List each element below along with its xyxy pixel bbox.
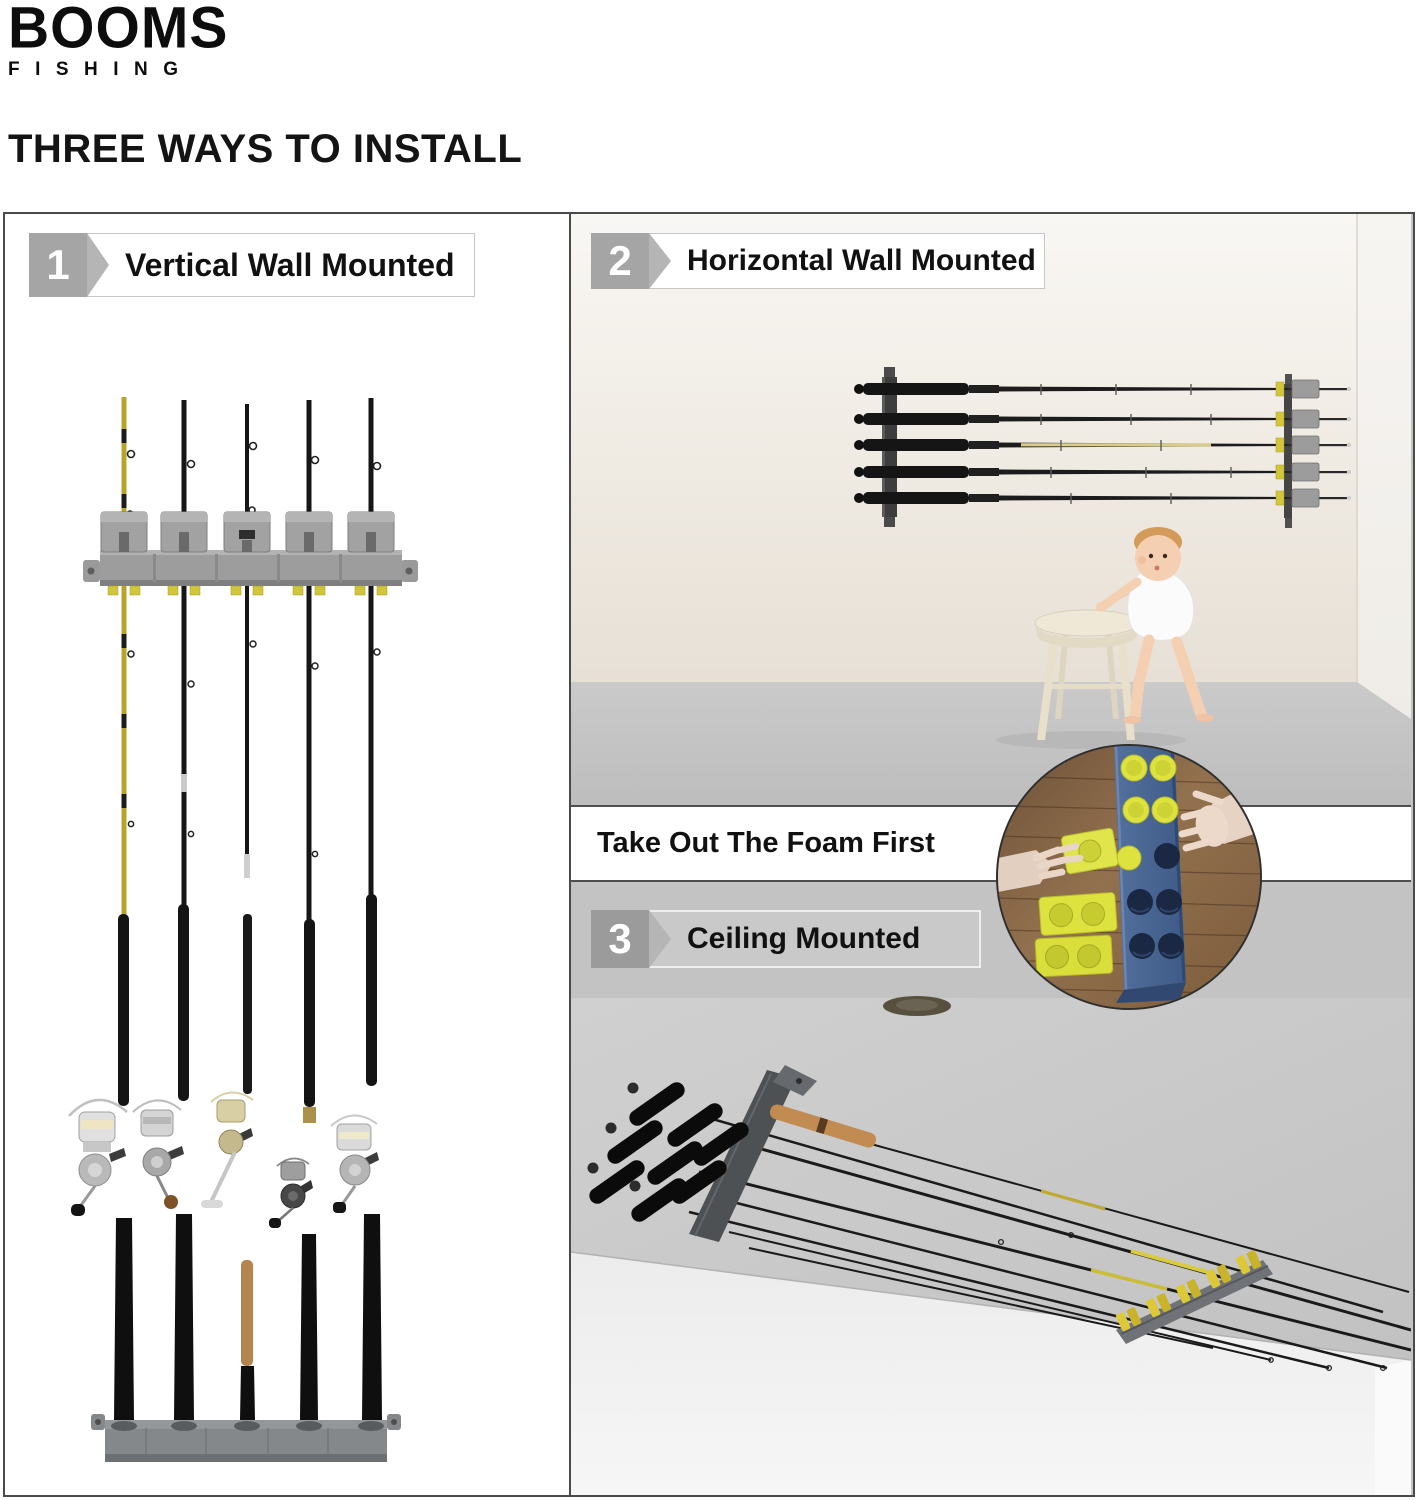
cork-handle [769,1104,877,1148]
reel-2 [132,1099,184,1209]
reel-1 [68,1098,128,1216]
step2-text: Horizontal Wall Mounted [687,244,1036,277]
foam-inset-photo [998,746,1260,1008]
right-rail-clips [1275,379,1320,508]
note-text: Take Out The Foam First [597,827,935,859]
wall-rail [83,550,418,586]
horizontal-wall-photo: 2 Horizontal Wall Mounted [571,214,1411,805]
panel-vertical-wall-mounted: 1 Vertical Wall Mounted [3,212,571,1497]
note-band: Take Out The Foam First [571,805,1411,882]
stool-and-baby [996,527,1214,749]
step3-label: 3 Ceiling Mounted [591,910,981,968]
floor [571,682,1411,805]
rod-clips [100,511,395,596]
foam-removal-inset [996,744,1262,1010]
wall-corner [1375,1360,1411,1495]
step2-number: 2 [608,237,632,284]
ceiling-bracket-left [689,1065,817,1242]
floor-base [91,1414,401,1462]
brand-name: BOOMS [8,0,229,61]
step1-badge: 1 [29,233,87,297]
room-scene [571,214,1411,805]
right-wall [1357,214,1411,719]
step3-text: Ceiling Mounted [687,922,921,955]
step3-arrow-icon [649,910,671,968]
rod-blades-lower [118,586,381,1123]
ceiling-rack-photo [571,882,1411,1495]
step1-text: Vertical Wall Mounted [125,246,455,283]
step1-label: 1 Vertical Wall Mounted [29,233,475,297]
step2-label: 2 Horizontal Wall Mounted [591,233,1045,289]
foam-pads [107,585,388,596]
reel-5 [330,1114,379,1213]
rod-wraps [1040,1189,1212,1291]
brand-logo: BOOMS FISHING [8,0,228,81]
rod-handles [114,1214,382,1420]
ceiling-bracket-right [1115,1250,1273,1344]
reel-4 [269,1157,313,1228]
baby [1096,527,1214,724]
step3-number: 3 [608,915,632,962]
step3-badge: 3 [591,910,649,968]
step1-number: 1 [46,241,70,288]
step1-arrow-icon [87,233,109,297]
reel-3 [201,1091,254,1366]
vertical-rack-photo [68,397,418,1462]
panel-right: 2 Horizontal Wall Mounted Take Out The F… [571,212,1415,1497]
step2-arrow-icon [649,233,671,289]
step2-badge: 2 [591,233,649,289]
yellow-clips [1115,1250,1262,1332]
lower-wall [571,1252,1411,1495]
brand-subtitle: FISHING [8,59,194,80]
page-title: THREE WAYS TO INSTALL [8,127,523,171]
rod-handles-cluster [587,1082,877,1222]
horizontal-rack [854,367,1352,528]
ceiling-mounted-section: 3 Ceiling Mounted [571,882,1411,1495]
